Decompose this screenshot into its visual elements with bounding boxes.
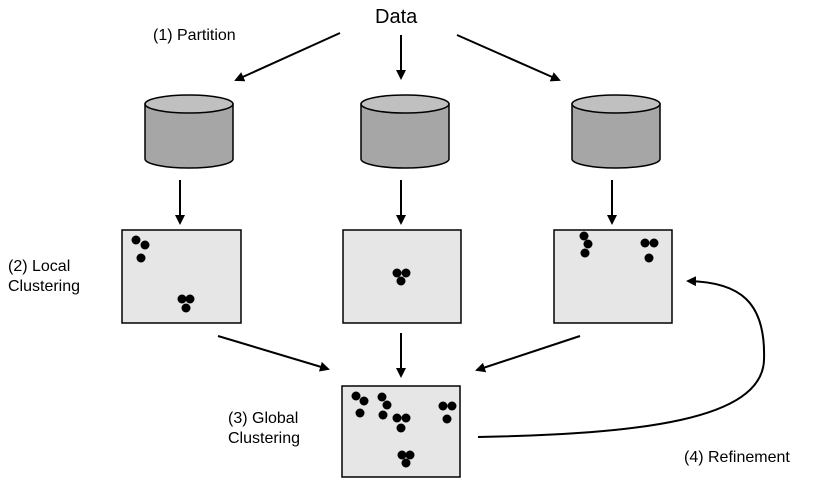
arrow-right-to-global xyxy=(475,335,581,373)
cluster-point xyxy=(583,239,593,249)
cluster-point xyxy=(177,294,187,304)
cluster-point xyxy=(181,303,191,313)
local-clustering-label: (2) Local Clustering xyxy=(8,257,80,297)
cluster-point xyxy=(396,423,406,433)
cluster-point xyxy=(131,235,141,245)
cluster-point xyxy=(447,401,457,411)
cluster-point xyxy=(649,238,659,248)
refinement-arrow xyxy=(477,276,766,438)
local-clustering-label-line1: (2) Local xyxy=(8,258,71,275)
local-box-center xyxy=(342,229,462,324)
cluster-point xyxy=(580,248,590,258)
cluster-point xyxy=(392,413,402,423)
cluster-point xyxy=(401,458,411,468)
arrow-left-to-global xyxy=(217,335,330,372)
cluster-point xyxy=(377,392,387,402)
cluster-point xyxy=(401,413,411,423)
cluster-point xyxy=(355,408,365,418)
cluster-point xyxy=(644,253,654,263)
cluster-point xyxy=(382,400,392,410)
cluster-point xyxy=(640,238,650,248)
cluster-point xyxy=(401,268,411,278)
global-clustering-label: (3) Global Clustering xyxy=(228,409,300,449)
cluster-point xyxy=(185,294,195,304)
local-box-right xyxy=(553,229,673,324)
partition-label: (1) Partition xyxy=(153,27,236,44)
cluster-point xyxy=(378,410,388,420)
refinement-label: (4) Refinement xyxy=(684,449,790,466)
global-clustering-label-line1: (3) Global xyxy=(228,410,299,427)
cluster-point xyxy=(579,231,589,241)
partition-arrow-right xyxy=(456,34,561,82)
local-clustering-label-line2: Clustering xyxy=(8,278,81,295)
cluster-point xyxy=(397,450,407,460)
cluster-point xyxy=(392,268,402,278)
cluster-point xyxy=(351,391,361,401)
cluster-point xyxy=(438,401,448,411)
local-box-left xyxy=(121,229,242,324)
cluster-point xyxy=(396,276,406,286)
cylinder-center xyxy=(360,94,450,169)
data-title: Data xyxy=(375,6,418,28)
cylinder-right xyxy=(571,94,661,169)
cluster-point xyxy=(359,396,369,406)
global-box xyxy=(341,385,461,478)
cluster-point xyxy=(405,450,415,460)
cluster-point xyxy=(140,240,150,250)
cluster-point xyxy=(442,414,452,424)
partition-arrow-left xyxy=(234,32,341,82)
cylinder-left xyxy=(144,94,234,169)
cluster-point xyxy=(136,253,146,263)
global-clustering-label-line2: Clustering xyxy=(228,430,301,447)
